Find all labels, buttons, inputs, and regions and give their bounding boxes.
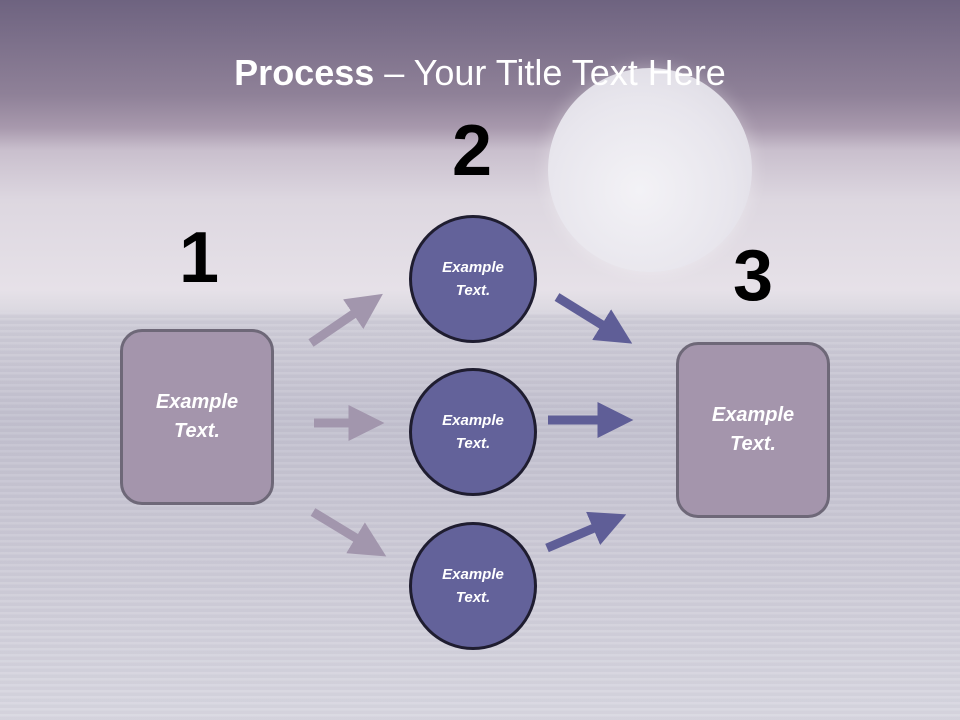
arrow-bottom-to-right [545,511,627,553]
arrow-left-to-bottom [310,508,387,557]
process-box-right-label: Example Text. [711,404,795,455]
slide-title[interactable]: Process – Your Title Text Here [0,52,960,94]
process-circle-top-label: Example Text. [442,259,504,299]
title-bold-part: Process [234,52,375,93]
process-circle-bottom[interactable]: Example Text. [409,522,537,650]
moon-image [548,68,752,272]
arrow-left-to-top [308,293,383,347]
process-circle-top[interactable]: Example Text. [409,215,537,343]
process-box-right[interactable]: Example Text. [676,342,830,518]
process-circle-middle-label: Example Text. [442,412,504,452]
process-box-left[interactable]: Example Text. [120,329,274,505]
title-separator: – [374,52,414,93]
process-box-left-label: Example Text. [155,391,239,442]
step-number-2: 2 [451,111,493,191]
arrow-top-to-right [554,293,633,344]
title-text: Your Title Text Here [413,52,726,93]
process-circle-middle[interactable]: Example Text. [409,368,537,496]
process-circle-bottom-label: Example Text. [442,566,504,606]
step-number-1: 1 [178,218,220,298]
step-number-3: 3 [732,236,774,316]
